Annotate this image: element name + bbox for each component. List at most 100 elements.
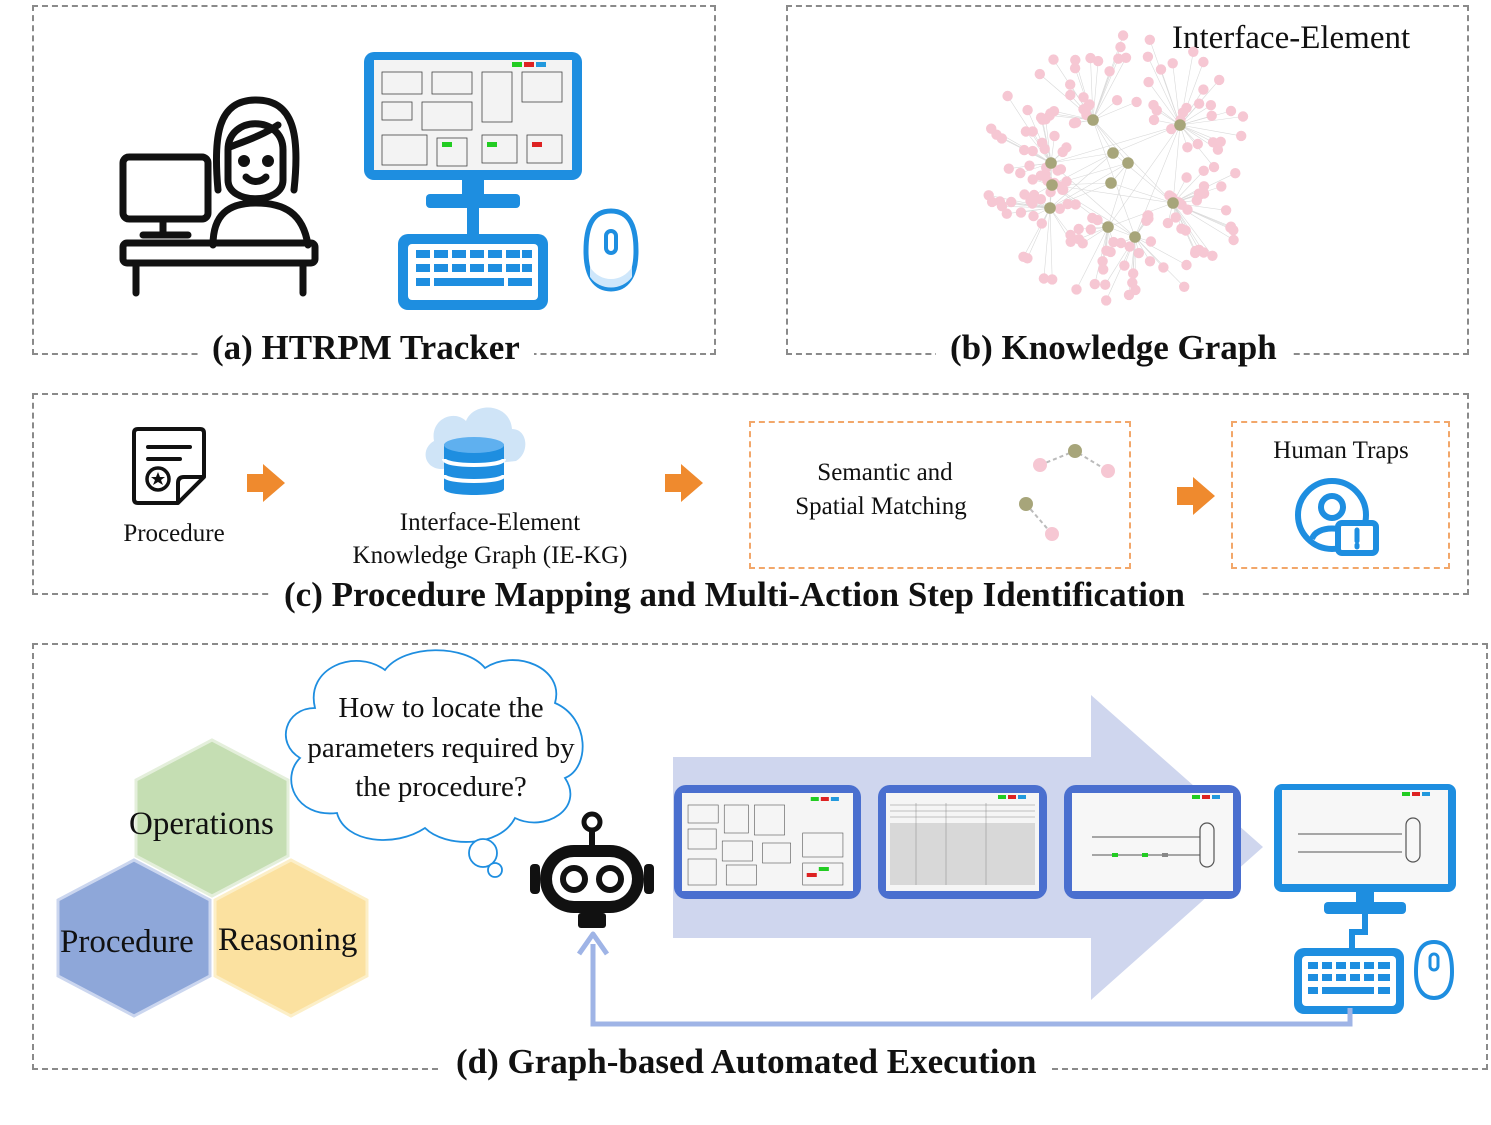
graph-node-element: [1166, 123, 1177, 135]
graph-node-element: [1035, 112, 1047, 123]
graph-node-element: [1142, 210, 1153, 222]
graph-node-element: [996, 201, 1008, 212]
graph-node-element: [1070, 54, 1081, 66]
graph-node-element: [1036, 218, 1047, 229]
graph-node-element: [1024, 160, 1035, 171]
knowledge-graph: [983, 30, 1249, 306]
graph-node-interface: [1129, 231, 1141, 243]
graph-node-element: [1131, 96, 1142, 108]
graph-node-element: [1145, 236, 1157, 247]
graph-node-element: [1001, 208, 1012, 219]
graph-node-element: [1144, 34, 1155, 45]
graph-node-element: [1028, 210, 1039, 222]
graph-node-element: [1216, 181, 1227, 192]
graph-node-element: [1193, 188, 1205, 199]
procedure-label: Procedure: [123, 520, 225, 547]
graph-node-element: [1115, 41, 1126, 53]
graph-node-element: [1198, 84, 1209, 95]
graph-node-element: [1085, 224, 1096, 235]
graph-node-element: [1208, 161, 1220, 173]
execution-computer-icon: [1274, 784, 1456, 1014]
graph-node-element: [1073, 234, 1085, 245]
graph-node-element: [1034, 68, 1045, 80]
graph-node-element: [1070, 199, 1081, 210]
hex-operations-label: Operations: [129, 806, 274, 842]
graph-node-element: [1207, 137, 1219, 148]
tracker-monitor-icon: [364, 52, 582, 310]
graph-node-element: [1228, 234, 1239, 246]
graph-node-element: [1198, 165, 1209, 176]
graph-node-interface: [1087, 114, 1099, 126]
graph-node-element: [1142, 51, 1154, 62]
graph-node-element: [1078, 92, 1089, 103]
graph-node-element: [1047, 274, 1058, 285]
graph-node-element: [1049, 130, 1060, 142]
human-traps-label: Human Traps: [1273, 437, 1409, 464]
graph-node-element: [1003, 163, 1014, 174]
graph-node-interface: [1174, 119, 1186, 131]
graph-node-element: [1048, 106, 1060, 117]
panel-d-title: (d) Graph-based Automated Execution: [442, 1043, 1051, 1081]
graph-node-element: [1155, 64, 1167, 75]
graph-node-element: [1027, 174, 1038, 185]
graph-node-element: [1101, 245, 1112, 256]
robot-agent-icon: [530, 811, 654, 928]
graph-node-element: [1098, 264, 1109, 275]
panel-a-title: (a) HTRPM Tracker: [198, 329, 534, 367]
graph-node-element: [1069, 63, 1081, 74]
graph-node-element: [1120, 52, 1132, 63]
graph-node-element: [1188, 46, 1199, 57]
graph-node-element: [1089, 278, 1100, 290]
graph-node-element: [1113, 53, 1124, 64]
graph-node-element: [1170, 212, 1181, 223]
matching-graph-icon: [1019, 444, 1115, 541]
hex-procedure-label: Procedure: [60, 924, 194, 960]
graph-node-element: [1220, 205, 1232, 216]
graph-node-element: [1048, 54, 1059, 65]
hexagon-reasoning: [213, 858, 369, 1018]
graph-node-element: [1101, 295, 1112, 306]
graph-node-element: [1179, 281, 1190, 292]
procedure-document-icon: [132, 427, 206, 505]
screenshot-thumbnail-2: [878, 785, 1047, 899]
graph-node-element: [1124, 241, 1135, 252]
graph-node-element: [1057, 146, 1068, 158]
graph-node-element: [1230, 168, 1241, 179]
graph-node-element: [1177, 107, 1189, 118]
thought-line1: How to locate the: [338, 692, 544, 724]
graph-node-element: [1198, 181, 1210, 192]
graph-node-element: [1162, 217, 1174, 229]
graph-node-element: [1225, 221, 1237, 232]
graph-node-element: [1061, 176, 1072, 187]
graph-node-interface: [1167, 197, 1179, 209]
graph-node-interface: [1105, 177, 1117, 189]
panel-c-title: (c) Procedure Mapping and Multi-Action S…: [270, 576, 1199, 614]
graph-node-element: [1117, 30, 1129, 41]
graph-node-interface: [1046, 179, 1058, 191]
graph-node-element: [1212, 144, 1224, 155]
graph-node-element: [1020, 126, 1032, 137]
arrow-icon: [665, 464, 703, 502]
feedback-loop-arrow: [576, 931, 1353, 1027]
graph-node-element: [1057, 184, 1068, 195]
graph-node-element: [1027, 145, 1038, 157]
ie-kg-label-line2: Knowledge Graph (IE-KG): [352, 542, 628, 569]
graph-node-interface: [1044, 202, 1056, 214]
graph-node-element: [1027, 198, 1038, 209]
graph-node-element: [1068, 118, 1080, 129]
graph-node-element: [1039, 143, 1050, 155]
graph-node-element: [1205, 100, 1217, 111]
thought-bubble: [284, 649, 584, 878]
graph-node-element: [1073, 223, 1084, 235]
graph-node-element: [1019, 189, 1030, 200]
graph-node-element: [1019, 144, 1030, 156]
graph-node-element: [1214, 74, 1225, 86]
graph-node-element: [1087, 212, 1098, 224]
graph-node-interface: [1102, 221, 1114, 233]
graph-node-element: [1190, 245, 1201, 257]
graph-node-element: [1071, 284, 1082, 295]
mouse-icon: [583, 208, 639, 292]
graph-node-element: [1182, 204, 1193, 215]
thought-line3: the procedure?: [355, 771, 527, 803]
matching-box: [749, 421, 1131, 569]
